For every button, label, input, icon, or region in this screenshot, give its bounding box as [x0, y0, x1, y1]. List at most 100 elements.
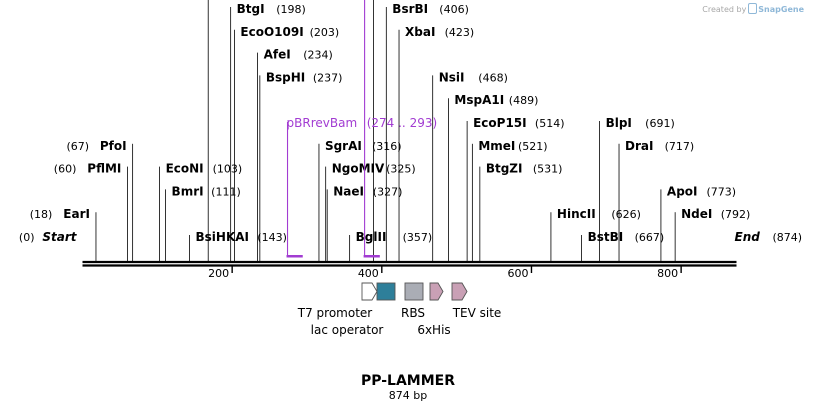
primer-annotations: T7(377 .. 396) pBRrevBam (274 .. 293): [286, 0, 460, 258]
site-mmei[interactable]: MmeI(521): [471, 139, 548, 262]
site-pflmi[interactable]: PflMI (60): [54, 162, 128, 262]
primer-t7[interactable]: T7(377 .. 396): [363, 0, 460, 258]
feature-label: RBS: [401, 306, 425, 320]
site-mspa1i[interactable]: MspA1I(489): [448, 93, 538, 262]
site-name: PflMI: [87, 162, 121, 176]
site-position: (143): [257, 231, 287, 244]
site-name: BspHI: [266, 70, 305, 84]
primer-pbrrevbam[interactable]: pBRrevBam (274 .. 293): [286, 116, 438, 258]
site-name: EcoP15I: [473, 116, 527, 130]
site-position: (198): [276, 3, 306, 16]
feature-label: TEV site: [452, 306, 502, 320]
site-position: (357): [403, 231, 433, 244]
site-name: ApoI: [667, 184, 698, 198]
site-btgzi[interactable]: BtgZI(531): [479, 162, 563, 262]
site-name: EcoO109I: [240, 25, 303, 39]
feature-tev-site[interactable]: TEV site: [451, 282, 502, 320]
feature-shape: [451, 282, 468, 301]
site-bsphi[interactable]: BspHI (237): [259, 70, 343, 262]
credit-prefix: Created by: [702, 5, 747, 14]
site-name: End: [735, 230, 761, 244]
site-xbai[interactable]: XbaI(423): [398, 25, 474, 262]
site-position: (60): [54, 163, 77, 176]
site-ecoo109i[interactable]: EcoO109I (203): [234, 25, 339, 262]
credit-brand: SnapGene: [758, 5, 804, 14]
site-start[interactable]: Start (0): [19, 230, 78, 244]
feature-shape: [404, 282, 424, 301]
site-naei[interactable]: NaeI (327): [326, 184, 403, 262]
site-bmri[interactable]: BmrI(111): [165, 184, 241, 262]
site-position: (203): [310, 26, 340, 39]
site-position: (316): [372, 140, 402, 153]
feature-6xhis[interactable]: 6xHis: [417, 282, 451, 337]
dna-backbone: 200 400 600 800: [82, 260, 737, 280]
map-length: 874 bp: [389, 389, 427, 402]
site-position: (691): [645, 117, 675, 130]
site-name: BtgZI: [486, 162, 523, 176]
scale-tick-label: 200: [208, 267, 229, 280]
site-name: BlpI: [606, 116, 632, 130]
site-position: (111): [211, 185, 241, 198]
site-position: (514): [535, 117, 565, 130]
site-end[interactable]: End (874): [735, 230, 803, 244]
site-nspi-sphi[interactable]: NspI - SphI(168): [207, 0, 350, 262]
site-ecop15i[interactable]: EcoP15I (514): [466, 116, 565, 262]
feature-lac-operator[interactable]: lac operator: [311, 282, 396, 337]
primer-name: pBRrevBam: [287, 116, 358, 130]
site-name: NgoMIV: [332, 162, 385, 176]
site-drai[interactable]: DraI (717): [618, 139, 695, 262]
restriction-sites: Start (0) EarI (18) PflMI (60)PfoI(67) EcoNI (1…: [19, 0, 802, 262]
site-name: Start: [42, 230, 77, 244]
site-name: MspA1I: [454, 93, 504, 107]
site-bstbi[interactable]: BstBI(667): [581, 230, 665, 262]
site-eari[interactable]: EarI (18): [30, 207, 97, 262]
feature-rbs[interactable]: RBS: [401, 282, 425, 320]
site-position: (468): [478, 71, 508, 84]
site-blpi[interactable]: BlpI (691): [599, 116, 675, 262]
site-name: DraI: [625, 139, 653, 153]
site-sfci[interactable]: SfcI(389): [373, 0, 449, 262]
scale-tick-label: 400: [358, 267, 379, 280]
site-afei[interactable]: AfeI (234): [257, 48, 333, 262]
site-ndei[interactable]: NdeI(792): [674, 207, 750, 262]
site-name: SgrAI: [325, 139, 362, 153]
feature-t7-promoter[interactable]: T7 promoter: [297, 282, 378, 320]
site-name: NaeI: [333, 184, 364, 198]
site-bsrbi[interactable]: BsrBI(406): [385, 2, 469, 262]
site-bsihkai[interactable]: BsiHKAI(143): [189, 230, 287, 262]
feature-shape: [429, 282, 444, 301]
site-position: (521): [518, 140, 548, 153]
primer-range: (274 .. 293): [367, 116, 437, 130]
site-position: (234): [303, 49, 333, 62]
site-position: (626): [611, 208, 641, 221]
site-position: (237): [313, 71, 343, 84]
site-position: (103): [213, 163, 243, 176]
site-position: (717): [665, 140, 695, 153]
feature-shape: [376, 282, 396, 301]
site-position: (874): [773, 231, 803, 244]
scale-tick-label: 600: [507, 267, 528, 280]
site-position: (0): [19, 231, 35, 244]
site-name: AfeI: [264, 48, 291, 62]
site-position: (67): [66, 140, 89, 153]
site-ngomiv[interactable]: NgoMIV(325): [325, 162, 416, 262]
site-position: (327): [373, 185, 403, 198]
site-apoi[interactable]: ApoI (773): [660, 184, 737, 262]
site-name: BglII: [356, 230, 387, 244]
site-bglii[interactable]: BglII (357): [349, 230, 433, 262]
site-econi[interactable]: EcoNI (103): [159, 162, 243, 262]
feature-label: T7 promoter: [297, 306, 373, 320]
site-name: EarI: [63, 207, 90, 221]
site-position: (325): [386, 163, 416, 176]
site-sgrai[interactable]: SgrAI (316): [318, 139, 402, 262]
site-name: NdeI: [681, 207, 712, 221]
site-name: EcoNI: [166, 162, 204, 176]
site-nsii[interactable]: NsiI(468): [432, 70, 508, 262]
site-position: (18): [30, 208, 53, 221]
site-pfoi[interactable]: PfoI(67): [66, 139, 134, 262]
site-position: (773): [707, 185, 737, 198]
site-btgi[interactable]: BtgI(198): [230, 2, 306, 262]
scale-tick-label: 800: [657, 267, 678, 280]
primer-binding-bar: [363, 255, 380, 258]
